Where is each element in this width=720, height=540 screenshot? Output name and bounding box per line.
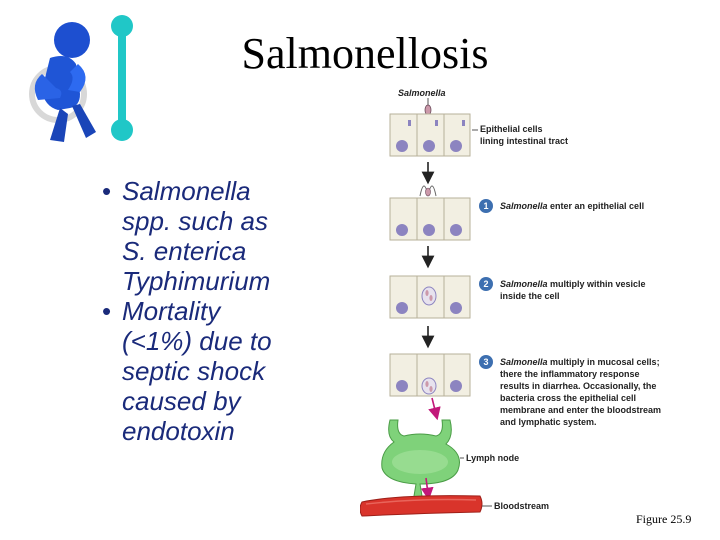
lymph-node-label: Lymph node (466, 453, 519, 463)
step-label-line: bacteria cross the epithelial cell (500, 393, 636, 403)
lymph-to-blood-arrow (420, 477, 434, 501)
step-label: Salmonella multiply within vesicle (500, 279, 646, 289)
step-number: 2 (483, 279, 488, 289)
epithelial-cells-panel-3 (389, 353, 471, 397)
step-label-line: results in diarrhea. Occasionally, the (500, 381, 656, 391)
figure-caption: Figure 25.9 (636, 512, 692, 526)
bullet-item: • Salmonella spp. such as S. enterica Ty… (96, 176, 356, 296)
epithelial-cells-panel-0 (389, 113, 471, 157)
epithelial-label-line1: Epithelial cells (480, 124, 543, 134)
step-badge (479, 277, 493, 291)
slide-title: Salmonellosis (241, 29, 489, 78)
bullet-item: • Mortality (<1%) due to septic shock ca… (96, 296, 356, 446)
step-label-rest: multiply in mucosal cells; (548, 357, 660, 367)
step-label-em: Salmonella (500, 279, 548, 289)
diagram-top-label: Salmonella (398, 88, 446, 98)
person-stomachache-icon (29, 22, 96, 142)
epithelial-cells-panel-2 (389, 275, 471, 319)
step-number: 3 (483, 357, 488, 367)
bacteria-escape-arrow (428, 397, 441, 421)
bullet-text: Mortality (<1%) due to septic shock caus… (122, 296, 272, 446)
bullet-dot: • (102, 176, 112, 206)
step-badge (479, 199, 493, 213)
step-label-rest: enter an epithelial cell (548, 201, 645, 211)
bloodstream-vessel (360, 495, 483, 517)
step-label-rest: multiply within vesicle (548, 279, 646, 289)
step-label-em: Salmonella (500, 201, 548, 211)
epithelial-label-line2: lining intestinal tract (480, 136, 568, 146)
step-label-line: and lymphatic system. (500, 417, 597, 427)
step-label-line: inside the cell (500, 291, 560, 301)
lymph-node (381, 419, 460, 509)
bloodstream-label: Bloodstream (494, 501, 549, 511)
step-label-em: Salmonella (500, 357, 548, 367)
step-label-line: membrane and enter the bloodstream (500, 405, 661, 415)
step-label-line: there the inflammatory response (500, 369, 640, 379)
step-number: 1 (483, 201, 488, 211)
step-label: Salmonella multiply in mucosal cells; (500, 357, 660, 367)
salmonella-pathogenesis-diagram: Salmonella Epithelial cells lining intes… (360, 88, 661, 517)
step-badge (479, 355, 493, 369)
bullet-text: Salmonella spp. such as S. enterica Typh… (122, 176, 271, 296)
bullet-dot: • (102, 296, 112, 326)
bullet-list: • Salmonella spp. such as S. enterica Ty… (96, 176, 356, 446)
step-label: Salmonella enter an epithelial cell (500, 201, 644, 211)
epithelial-cells-panel-1 (389, 185, 471, 241)
teal-pin-bar-icon (111, 15, 133, 141)
